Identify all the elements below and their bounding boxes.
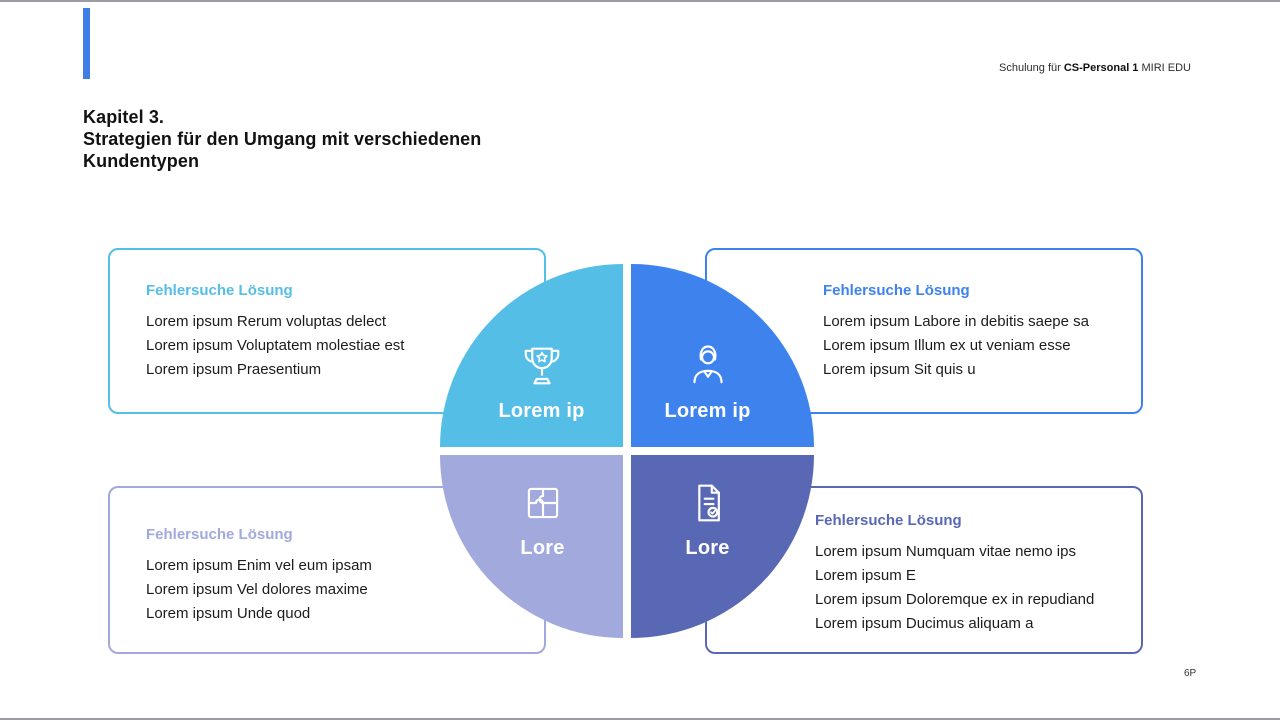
quadrant-label: Lorem ip xyxy=(664,400,751,422)
card-line: Lorem ipsum Ducimus aliquam a xyxy=(815,615,1034,632)
card-line: Lorem ipsum Rerum voluptas delect xyxy=(146,313,387,330)
card-line: Lorem ipsum E xyxy=(815,567,916,584)
quadrant-bottom-right: Lore xyxy=(631,455,814,638)
title-line-main: Strategien für den Umgang mit verschiede… xyxy=(83,129,482,149)
card-line: Lorem ipsum Doloremque ex in repudiand xyxy=(815,591,1095,608)
puzzle-icon xyxy=(527,487,558,519)
header-meta-prefix: Schulung für xyxy=(999,62,1064,74)
document-icon xyxy=(697,484,720,522)
trophy-icon xyxy=(524,347,559,385)
support-person-icon xyxy=(692,345,723,384)
card-line: Lorem ipsum Sit quis u xyxy=(823,361,976,378)
quadrant-top-right: Lorem ip xyxy=(631,264,814,447)
page-title: Kapitel 3. Strategien für den Umgang mit… xyxy=(83,106,481,172)
quadrant-label: Lore xyxy=(685,537,730,559)
card-line: Lorem ipsum Vel dolores maxime xyxy=(146,581,368,598)
card-line: Lorem ipsum Illum ex ut veniam esse xyxy=(823,337,1071,354)
slide-bottom-edge xyxy=(0,718,1280,720)
quadrant-label: Lorem ip xyxy=(498,400,585,422)
title-line-sub: Kundentypen xyxy=(83,151,200,171)
slide-top-edge xyxy=(0,0,1280,2)
card-heading: Fehlersuche Lösung xyxy=(146,282,293,299)
quadrant-label: Lore xyxy=(520,537,565,559)
quadrant-diagram: Lorem ip Lorem ip Lore xyxy=(440,264,814,638)
accent-bar xyxy=(83,8,90,79)
title-line-chapter: Kapitel 3. xyxy=(83,107,165,127)
header-meta: Schulung für CS-Personal 1 MIRI EDU xyxy=(999,62,1191,74)
header-meta-suffix: MIRI EDU xyxy=(1138,62,1191,74)
quadrant-top-left: Lorem ip xyxy=(440,264,623,447)
page-number: 6P xyxy=(1184,668,1197,679)
card-line: Lorem ipsum Unde quod xyxy=(146,605,311,622)
card-line: Lorem ipsum Labore in debitis saepe sa xyxy=(823,313,1089,330)
card-heading: Fehlersuche Lösung xyxy=(823,282,970,299)
card-heading: Fehlersuche Lösung xyxy=(146,526,293,543)
quadrant-bottom-left: Lore xyxy=(440,455,623,638)
card-line: Lorem ipsum Voluptatem molestiae est xyxy=(146,337,405,354)
card-line: Lorem ipsum Numquam vitae nemo ips xyxy=(815,543,1076,560)
card-line: Lorem ipsum Enim vel eum ipsam xyxy=(146,557,372,574)
card-heading: Fehlersuche Lösung xyxy=(815,512,962,529)
card-line: Lorem ipsum Praesentium xyxy=(146,361,322,378)
header-meta-course: CS-Personal 1 xyxy=(1063,62,1139,74)
